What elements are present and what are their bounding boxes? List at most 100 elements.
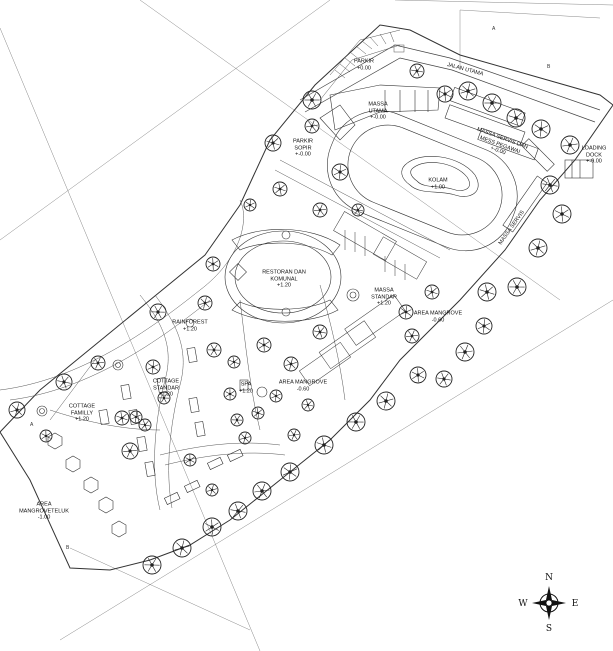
tree-symbol [346,412,366,432]
tree-symbol [149,303,167,321]
label-rainforest: RAINFOREST+1.20 [172,319,208,333]
tree-symbol [404,328,420,344]
massa-utama-building [319,84,441,141]
massa-servis-building [444,87,594,233]
trees [8,63,580,575]
section-marker-b-right: B [547,64,551,70]
tree-symbol [55,373,73,391]
tree-symbol [482,93,502,113]
tree-symbol [39,429,53,443]
tree-symbol [157,391,171,405]
tree-symbol [269,389,283,403]
tree-symbol [8,401,26,419]
tree-symbol [409,63,425,79]
restoran-komunal-building [224,229,342,324]
plaza-circles [36,288,360,417]
tree-symbol [129,410,143,424]
tree-symbol [283,356,299,372]
label-area-mangrove-2: AREA MANGROVE-0.60 [278,379,328,393]
tree-symbol [145,359,161,375]
tree-symbol [280,462,300,482]
tree-symbol [531,119,551,139]
tree-symbol [376,391,396,411]
jalan-utama-road [299,44,601,123]
section-marker-a-top: A [492,26,496,32]
tree-symbol [138,418,152,432]
spa-units [163,448,244,505]
tree-symbol [435,370,453,388]
compass-north-label: N [545,573,553,583]
tree-symbol [197,295,213,311]
tree-symbol [238,431,252,445]
compass-south-label: S [545,624,553,634]
tree-symbol [90,355,106,371]
tree-symbol [272,181,288,197]
tree-symbol [172,538,192,558]
tree-symbol [228,501,248,521]
tree-symbol [351,203,365,217]
tree-symbol [114,410,130,426]
tree-symbol [301,398,315,412]
tree-symbol [227,355,241,369]
compass-rose [532,586,566,620]
tree-symbol [409,366,427,384]
tree-symbol [230,413,244,427]
tree-symbol [206,342,222,358]
tree-symbol [312,202,328,218]
tree-symbol [477,282,497,302]
tree-symbol [331,163,349,181]
tree-symbol [121,442,139,460]
tree-symbol [458,81,478,101]
tree-symbol [205,256,221,272]
label-kolam: KOLAM+1.00 [428,177,448,191]
tree-symbol [251,406,265,420]
compass-east-label: E [571,599,579,609]
tree-symbol [252,481,272,501]
tree-symbol [540,175,560,195]
parkir-stalls [319,29,405,101]
tree-symbol [528,238,548,258]
tree-symbol [507,277,527,297]
section-marker-a-left: A [30,422,34,428]
section-marker-b-bottom: B [66,545,70,551]
tree-symbol [398,304,414,320]
tree-symbol [287,428,301,442]
tree-symbol [552,204,572,224]
tree-symbol [314,435,334,455]
tree-symbol [223,387,237,401]
tree-symbol [424,284,440,300]
tree-symbol [243,198,257,212]
tree-symbol [506,108,526,128]
tree-symbol [560,135,580,155]
kolam-pool [326,110,518,252]
tree-symbol [475,317,493,335]
tree-symbol [455,342,475,362]
tree-symbol [256,337,272,353]
tree-symbol [436,85,454,103]
tree-symbol [183,453,197,467]
label-parkir: PARKIR+0.00 [353,58,375,72]
compass-west-label: W [518,599,528,609]
tree-symbol [264,134,282,152]
tree-symbol [205,483,219,497]
massa-standar-blocks [299,211,427,387]
tree-symbol [302,90,322,110]
tree-symbol [312,324,328,340]
tree-symbol [304,118,320,134]
tree-symbol [142,555,162,575]
tree-symbol [202,517,222,537]
label-area-mangrove-1: AREA MANGROVE-0.60 [413,310,463,324]
label-spa: SPA+1.20 [239,381,253,395]
cottage-family-hexagons [47,432,127,538]
